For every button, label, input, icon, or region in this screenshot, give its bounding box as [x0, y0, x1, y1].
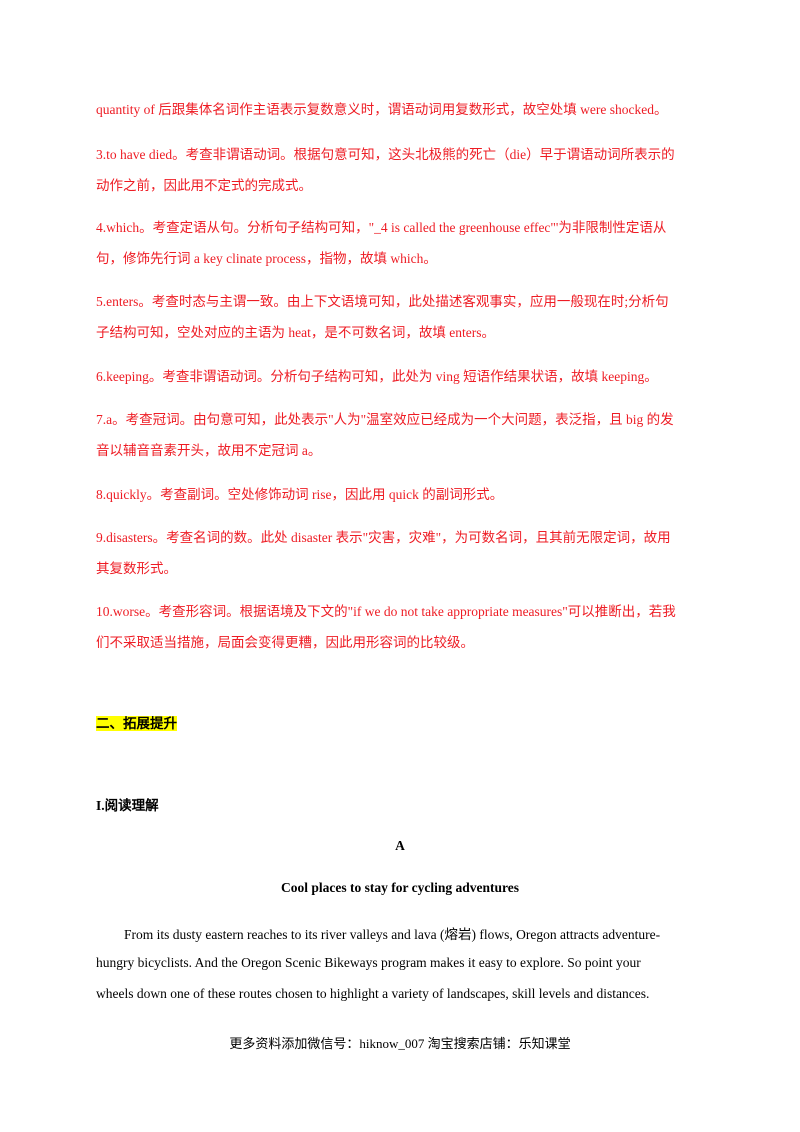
passage-label: A	[395, 838, 405, 853]
passage-title: Cool places to stay for cycling adventur…	[281, 880, 519, 895]
answer-line: 动作之前，因此用不定式的完成式。	[96, 178, 312, 193]
page-footer: 更多资料添加微信号：hiknow_007 淘宝搜索店铺：乐知课堂	[229, 1036, 571, 1051]
answer-line: 音以辅音音素开头，故用不定冠词 a。	[96, 443, 322, 458]
answer-line: 8.quickly。考查副词。空处修饰动词 rise，因此用 quick 的副词…	[96, 487, 504, 502]
answer-line: 5.enters。考查时态与主谓一致。由上下文语境可知，此处描述客观事实，应用一…	[96, 294, 669, 309]
passage-line: From its dusty eastern reaches to its ri…	[124, 927, 661, 942]
passage-line: wheels down one of these routes chosen t…	[96, 986, 650, 1001]
answer-line: 其复数形式。	[96, 561, 177, 576]
answer-line: 句，修饰先行词 a key clinate process，指物，故填 whic…	[96, 251, 437, 266]
answer-line: 们不采取适当措施，局面会变得更糟，因此用形容词的比较级。	[96, 635, 474, 650]
answer-line: quantity of 后跟集体名词作主语表示复数意义时，谓语动词用复数形式，故…	[96, 102, 668, 117]
answer-line: 子结构可知，空处对应的主语为 heat，是不可数名词，故填 enters。	[96, 325, 495, 340]
answer-line: 6.keeping。考查非谓语动词。分析句子结构可知，此处为 ving 短语作结…	[96, 369, 658, 384]
answer-line: 10.worse。考查形容词。根据语境及下文的"if we do not tak…	[96, 604, 676, 619]
answer-line: 7.a。考查冠词。由句意可知，此处表示"人为"温室效应已经成为一个大问题，表泛指…	[96, 412, 674, 427]
answer-line: 9.disasters。考查名词的数。此处 disaster 表示"灾害，灾难"…	[96, 530, 671, 545]
answer-line: 4.which。考查定语从句。分析句子结构可知，"_4 is called th…	[96, 220, 667, 235]
subsection-title: I.阅读理解	[96, 798, 159, 813]
section-title-text: 二、拓展提升	[96, 716, 177, 731]
answer-line: 3.to have died。考查非谓语动词。根据句意可知，这头北极熊的死亡（d…	[96, 147, 675, 162]
passage-line: hungry bicyclists. And the Oregon Scenic…	[96, 955, 641, 970]
section-title: 二、拓展提升	[96, 712, 177, 732]
